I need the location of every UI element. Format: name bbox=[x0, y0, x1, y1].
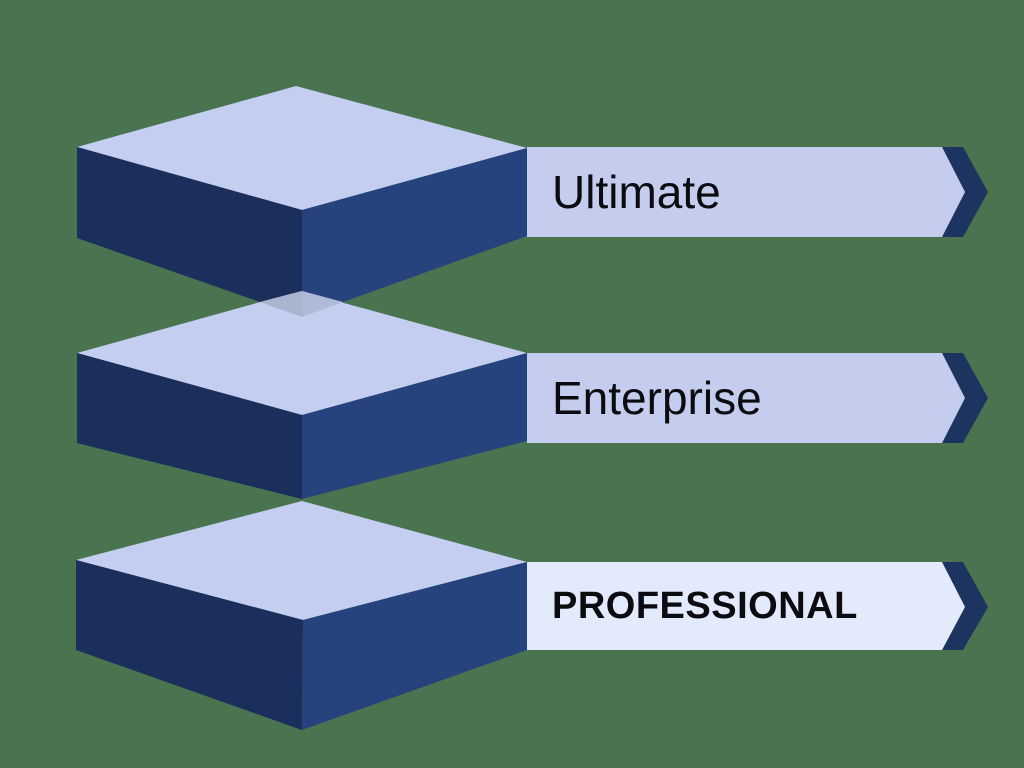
banner-professional bbox=[527, 562, 988, 650]
banner-enterprise-arrow-body bbox=[527, 353, 965, 443]
slab-enterprise-right-face bbox=[302, 353, 527, 499]
slab-ultimate bbox=[77, 86, 527, 317]
slab-professional bbox=[76, 501, 527, 730]
banner-label-enterprise: Enterprise bbox=[552, 372, 762, 424]
banner-label-professional: PROFESSIONAL bbox=[552, 584, 858, 627]
slab-ultimate-overlap-tip-left bbox=[260, 291, 302, 317]
banner-ultimate bbox=[527, 147, 988, 237]
slab-professional-top-face bbox=[76, 501, 527, 620]
slab-ultimate-right-face bbox=[302, 148, 527, 302]
banner-enterprise bbox=[527, 353, 988, 443]
banner-ultimate-arrow-body bbox=[527, 147, 965, 237]
slab-professional-left-face bbox=[76, 560, 303, 730]
slab-enterprise-left-face bbox=[77, 353, 302, 499]
slab-ultimate-left-face bbox=[77, 147, 302, 302]
banner-professional-chevron-icon bbox=[942, 562, 988, 650]
slab-professional-right-face bbox=[302, 562, 527, 730]
slab-enterprise bbox=[77, 291, 527, 499]
banner-professional-arrow-body bbox=[527, 562, 965, 650]
banner-label-ultimate: Ultimate bbox=[552, 166, 721, 218]
slab-ultimate-overlap-tip-right bbox=[302, 291, 343, 317]
